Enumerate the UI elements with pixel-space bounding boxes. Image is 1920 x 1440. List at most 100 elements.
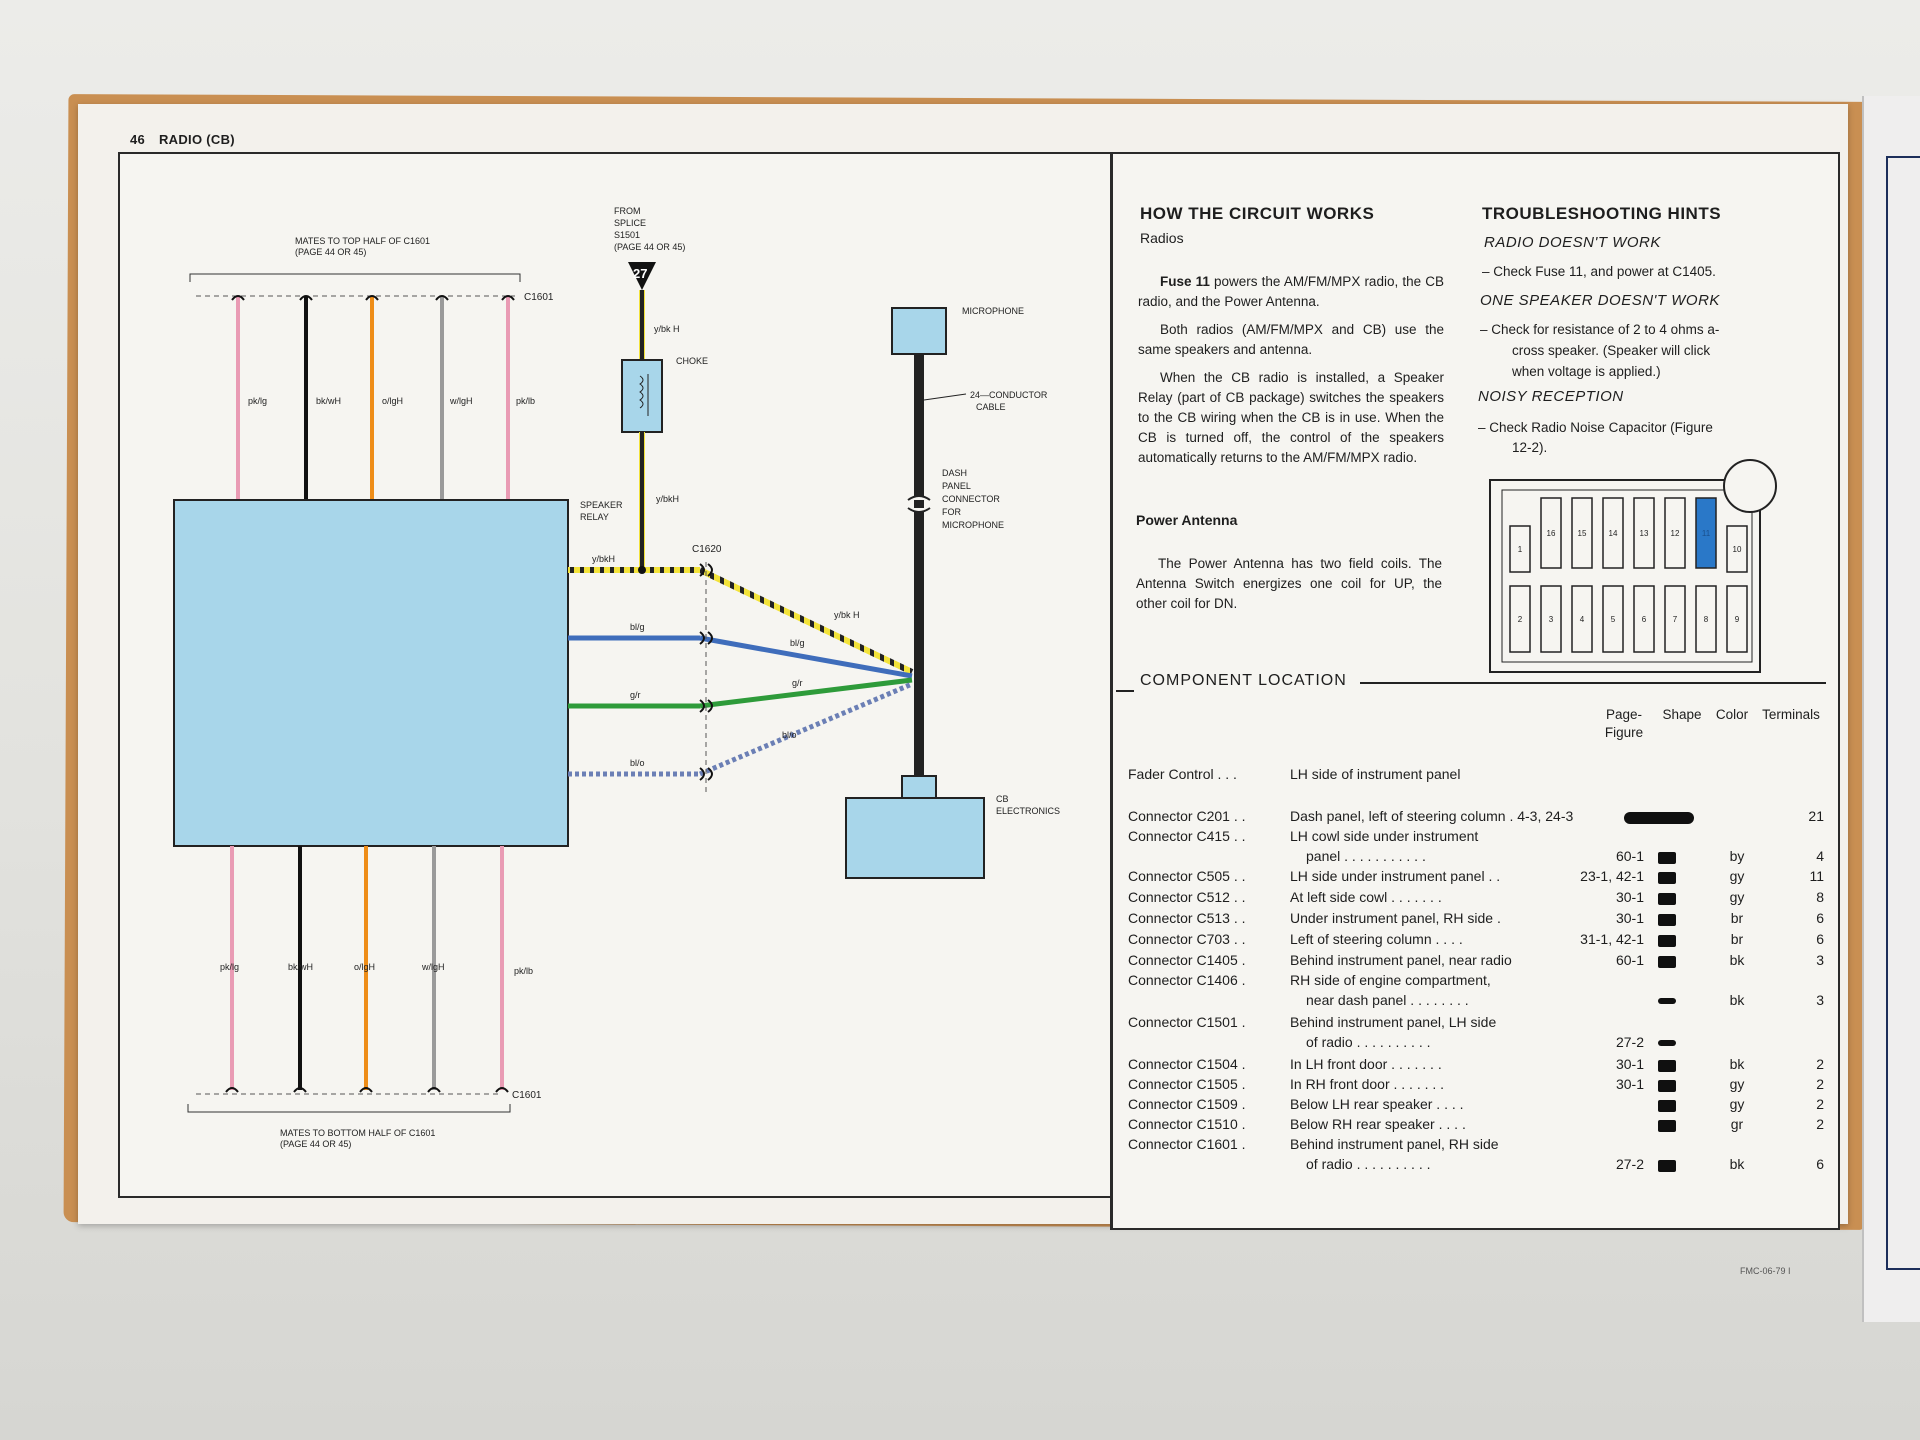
fuse-1 [1509,525,1531,573]
hint-heading-2: ONE SPEAKER DOESN'T WORK [1480,292,1720,309]
component-name: Connector C1406 . [1128,972,1246,988]
microphone-label: MICROPHONE [962,306,1024,316]
fuse-14 [1602,497,1624,569]
hint-heading-3: NOISY RECEPTION [1478,388,1624,405]
component-figure: 30-1 [1615,1076,1644,1092]
radios-heading: Radios [1140,230,1184,246]
antenna-heading: Power Antenna [1136,512,1238,528]
component-location-continued: of radio . . . . . . . . . . [1306,1156,1431,1172]
bottom-terminal-marks [225,1087,509,1093]
component-name: Connector C1501 . [1128,1014,1246,1030]
dash-label-3: CONNECTOR [942,494,1000,504]
component-title: COMPONENT LOCATION [1140,672,1347,689]
c1601-bottom-label: C1601 [512,1090,542,1101]
col-shape: Shape [1662,707,1702,722]
hint-heading-1: RADIO DOESN'T WORK [1484,234,1661,251]
fuse-4 [1571,585,1593,653]
dash-label-5: MICROPHONE [942,520,1004,530]
radio-unit-box [173,499,569,847]
section-title: RADIO (CB) [158,132,235,147]
component-terminals: 3 [1816,992,1824,1008]
component-location: RH side of engine compartment, [1290,972,1491,988]
component-name: Connector C1505 . [1128,1076,1246,1092]
wire-label-top-3: o/lgH [382,396,403,406]
component-terminals: 2 [1816,1056,1824,1072]
component-row: Fader Control . . .LH side of instrument… [1128,766,1828,786]
component-terminals: 21 [1808,808,1824,824]
fuse-label-10: 10 [1733,545,1742,554]
hint-text-2a: – Check for resistance of 2 to 4 ohms a- [1480,322,1720,337]
circuit-paragraph-4: The Power Antenna has two field coils. T… [1136,556,1442,611]
wire-label-top-2: bk/wH [316,396,341,406]
fuse-label-4: 4 [1580,615,1585,624]
component-figure: 30-1 [1615,1056,1644,1072]
component-name: Fader Control . . . [1128,766,1237,782]
component-color: bk [1729,992,1745,1008]
hint-text-2b: cross speaker. (Speaker will click [1512,343,1711,358]
fuse-9 [1726,585,1748,653]
wire-label-yel-3: y/bkH [592,554,615,564]
component-row: Connector C415 . .LH cowl side under ins… [1128,828,1828,864]
dash-label-2: PANEL [942,481,971,491]
wire-label-bottom-2: bk/wH [288,962,313,972]
component-location: Behind instrument panel, near radio [1290,952,1512,968]
component-row: Connector C703 . .Left of steering colum… [1128,931,1828,951]
fuse-10 [1726,525,1748,573]
connector-shape-icon [1624,812,1694,824]
component-figure: 60-1 [1615,848,1644,864]
wire-label-bottom-1: pk/lg [220,962,239,972]
component-row: Connector C1406 . RH side of engine compa… [1128,972,1828,1008]
choke-box [621,359,663,433]
component-figure: 23-1, 42-1 [1580,868,1644,884]
wiring-diagram: MATES TO TOP HALF OF C1601 (PAGE 44 OR 4… [118,152,1123,1198]
component-terminals: 6 [1816,910,1824,926]
connector-shape-icon [1658,872,1676,884]
connector-shape-icon [1658,1040,1676,1046]
wire-label-gr-2: g/r [792,678,803,688]
fuse-11 [1695,497,1717,569]
circuit-paragraph-2: Both radios (AM/FM/MPX and CB) use the s… [1138,322,1444,357]
connector-shape-icon [1658,1100,1676,1112]
component-location: Below LH rear speaker . . . . [1290,1096,1464,1112]
component-terminals: 2 [1816,1076,1824,1092]
wire-label-yel-1: y/bk H [654,324,680,334]
hints-title: TROUBLESHOOTING HINTS [1482,204,1722,223]
component-name: Connector C1405 . [1128,952,1246,968]
circuit-paragraph-1-text: powers the AM/FM/MPX radio, the CB radio… [1138,274,1444,309]
component-terminals: 6 [1816,1156,1824,1172]
top-terminal-marks [231,295,515,301]
choke-label: CHOKE [676,356,708,366]
wire-label-yel-4: y/bk H [834,610,860,620]
component-figure: 31-1, 42-1 [1580,931,1644,947]
component-location-continued: near dash panel . . . . . . . . [1306,992,1469,1008]
fuse-6 [1633,585,1655,653]
fuse-15 [1571,497,1593,569]
component-location-continued: panel . . . . . . . . . . . [1306,848,1426,864]
component-location: Under instrument panel, RH side . [1290,910,1501,926]
wire-label-bottom-3: o/lgH [354,962,375,972]
component-location: Dash panel, left of steering column . 4-… [1290,808,1574,824]
fuse-label-16: 16 [1547,529,1556,538]
component-color: gy [1729,889,1745,905]
component-terminals: 2 [1816,1096,1824,1112]
bottom-note-ref: (PAGE 44 OR 45) [280,1139,351,1149]
c1601-top-label: C1601 [524,292,554,303]
connector-shape-icon [1658,998,1676,1004]
fuse-feed-triangle [628,262,656,290]
component-name: Connector C201 . . [1128,808,1246,824]
component-figure: 30-1 [1615,910,1644,926]
col-page-figure: Page-Figure [1574,706,1674,742]
wire-label-top-5: pk/lb [516,396,535,406]
wire-label-blg-1: bl/g [630,622,645,632]
component-row: Connector C1505 .In RH front door . . . … [1128,1076,1828,1096]
component-figure: 30-1 [1615,889,1644,905]
fuse-12 [1664,497,1686,569]
component-color: br [1730,931,1744,947]
fuse-label-7: 7 [1673,615,1678,624]
hint-text-3b: 12-2). [1512,440,1548,455]
cable-label-1: 24—CONDUCTOR [970,390,1048,400]
component-name: Connector C1601 . [1128,1136,1246,1152]
